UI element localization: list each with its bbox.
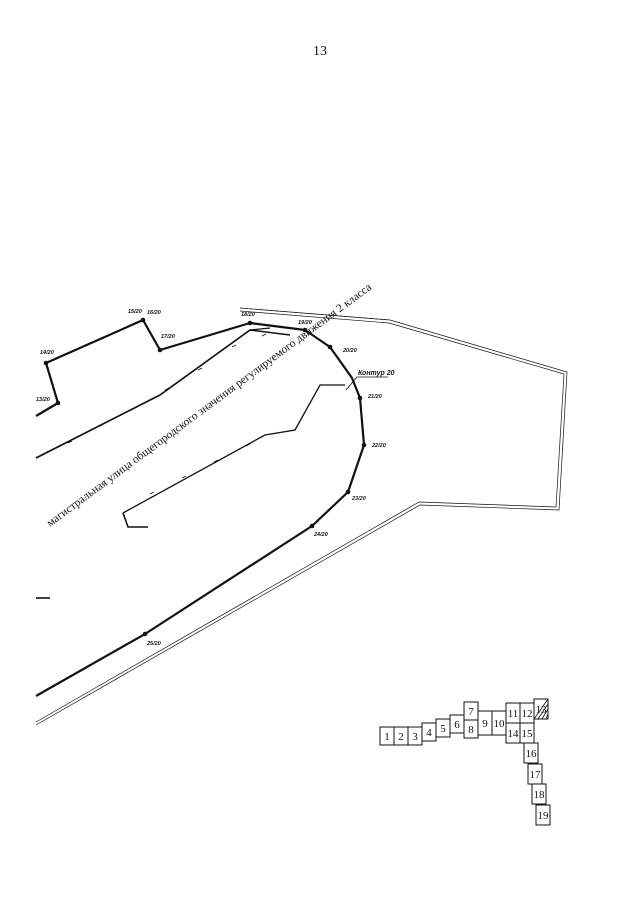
label-25: 25/20 bbox=[146, 641, 161, 647]
vertex-24 bbox=[309, 523, 315, 529]
contour-label: Контур 20 bbox=[358, 370, 395, 377]
sheet-label-13: 13 bbox=[536, 704, 548, 716]
vertex-22 bbox=[361, 442, 367, 448]
sheet-label-12: 12 bbox=[522, 708, 533, 720]
outer-boundary bbox=[35, 307, 568, 726]
label-13: 13/20 bbox=[36, 397, 50, 403]
street-ticks bbox=[67, 333, 267, 495]
dashed-segment bbox=[239, 307, 391, 321]
sheet-label-1: 1 bbox=[384, 731, 390, 743]
label-23: 23/20 bbox=[351, 496, 366, 502]
label-16: 16/20 bbox=[147, 310, 161, 316]
label-21: 21/20 bbox=[367, 394, 382, 400]
sheet-label-5: 5 bbox=[440, 723, 446, 735]
sheet-label-7: 7 bbox=[468, 706, 474, 718]
vertex-18 bbox=[247, 320, 253, 326]
sheet-label-8: 8 bbox=[468, 724, 474, 736]
vertex-21 bbox=[357, 395, 363, 401]
vertex-19 bbox=[302, 327, 308, 333]
sheet-label-16: 16 bbox=[526, 748, 538, 760]
sheet-label-3: 3 bbox=[412, 731, 418, 743]
contour-callout: Контур 20 bbox=[345, 370, 395, 391]
sheet-19 bbox=[535, 804, 551, 826]
point-labels: 13/20 14/20 15/20 16/20 17/20 18/20 19/2… bbox=[36, 309, 386, 647]
label-15: 15/20 bbox=[128, 309, 142, 315]
vertex-15 bbox=[140, 317, 146, 323]
street-axis bbox=[35, 327, 345, 514]
street-label: магистральная улица общегородского значе… bbox=[45, 281, 374, 529]
label-14: 14/20 bbox=[40, 350, 54, 356]
vertex-13 bbox=[55, 400, 61, 406]
page-number: 13 bbox=[313, 44, 327, 59]
sheet-label-2: 2 bbox=[398, 731, 404, 743]
label-18: 18/20 bbox=[241, 312, 255, 318]
sheet-label-9: 9 bbox=[482, 718, 488, 730]
label-19: 19/20 bbox=[298, 320, 312, 326]
sheet-16 bbox=[523, 742, 539, 764]
sheet-label-11: 11 bbox=[508, 708, 519, 720]
vertex-20 bbox=[327, 344, 333, 350]
sheet-hatch bbox=[545, 713, 549, 720]
label-20: 20/20 bbox=[342, 348, 357, 354]
sheet-label-19: 19 bbox=[538, 810, 550, 822]
vertex-25 bbox=[142, 631, 148, 637]
label-24: 24/20 bbox=[313, 532, 328, 538]
sheet-label-4: 4 bbox=[426, 727, 432, 739]
vertex-17 bbox=[157, 347, 163, 353]
sheet-label-10: 10 bbox=[494, 718, 506, 730]
sheet-hatch bbox=[533, 698, 549, 720]
label-22: 22/20 bbox=[371, 443, 386, 449]
sheet-hatch bbox=[537, 703, 549, 720]
vertex-23 bbox=[345, 489, 351, 495]
sheet-label-17: 17 bbox=[530, 769, 542, 781]
vertices bbox=[43, 317, 367, 637]
sheet-18 bbox=[531, 783, 547, 805]
label-17: 17/20 bbox=[161, 334, 175, 340]
sheet-hatch bbox=[541, 708, 549, 720]
sheet-label-14: 14 bbox=[508, 728, 520, 740]
sheet-label-6: 6 bbox=[454, 719, 460, 731]
vertex-14 bbox=[43, 360, 49, 366]
sheet-label-15: 15 bbox=[522, 728, 534, 740]
contour-20 bbox=[35, 318, 366, 697]
sheet-label-18: 18 bbox=[534, 789, 546, 801]
